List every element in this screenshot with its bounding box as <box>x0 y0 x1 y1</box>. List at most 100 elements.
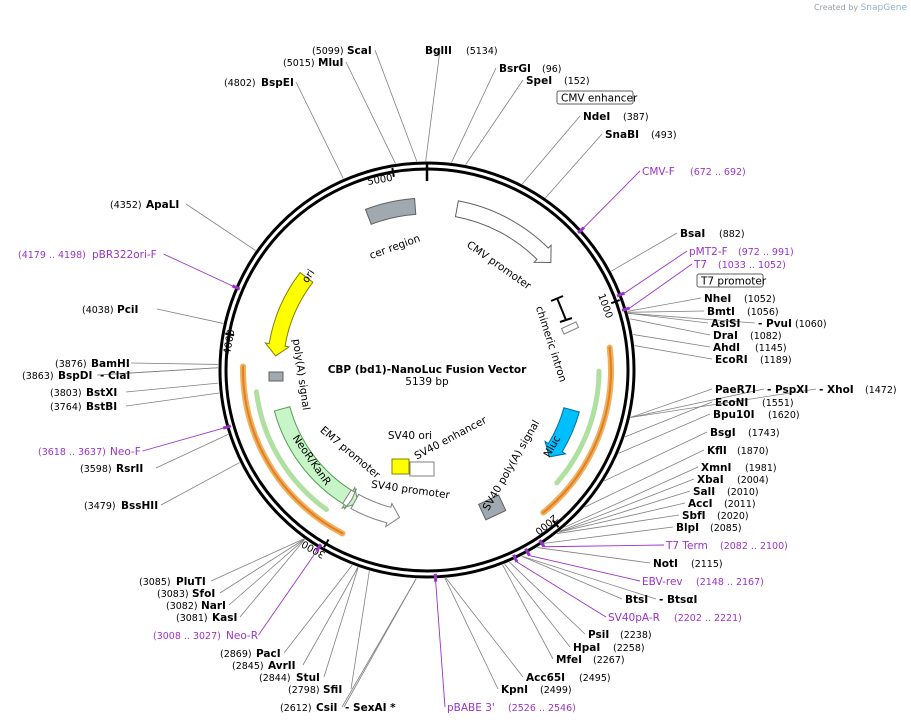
primer-range-cmv-f: (672 .. 692) <box>690 167 746 178</box>
enzyme-label-scai: ScaI <box>347 45 372 57</box>
enzyme-label-mlui: MluI <box>318 57 343 69</box>
chimeric-intron-mark <box>550 295 573 323</box>
cmv-promoter-feature <box>454 200 552 263</box>
enzyme-pos-pcii: (4038) <box>82 305 114 316</box>
primer-range-pmt2-f: (972 .. 991) <box>738 247 794 258</box>
leader-line <box>624 401 713 438</box>
enzyme-label-bamhi: BamHI <box>91 358 130 370</box>
leader-line <box>610 232 678 272</box>
enzyme-label-sbfi: SbfI <box>682 510 706 522</box>
enzyme-pos-acc65i: (2495) <box>579 673 611 684</box>
enzyme-label-pspxi: - PspXI <box>767 384 808 396</box>
primer-label-t7: T7 <box>693 259 707 271</box>
enzyme-label-mfei: MfeI <box>556 654 582 666</box>
intron-box <box>560 321 580 335</box>
enzyme-label-nari: NarI <box>201 600 226 612</box>
enzyme-label-acc65i: Acc65I <box>526 672 565 684</box>
sv40-polya-box <box>477 494 507 521</box>
primer-label-t7-term: T7 Term <box>665 540 708 552</box>
leader-line <box>425 49 441 162</box>
leader-line <box>374 49 418 162</box>
primer-range-neo-f: (3618 .. 3637) <box>38 447 106 458</box>
enzyme-pos-xbai: (2004) <box>737 475 769 486</box>
enzyme-label-econi: EcoNI <box>715 397 748 409</box>
primer-mark <box>577 226 585 235</box>
enzyme-pos-kfli: (1870) <box>737 446 769 457</box>
sv40-ori-box <box>391 458 410 475</box>
leader-line <box>627 297 702 312</box>
leader-line <box>521 555 657 600</box>
enzyme-pos-kasi: (3081) <box>176 613 208 624</box>
enzyme-label-apali: ApaLI <box>146 199 179 211</box>
primer-label-neo-f: Neo-F <box>110 446 141 458</box>
enzyme-pos-snabi: (493) <box>651 130 677 141</box>
leader-line <box>185 203 256 251</box>
primer-mark <box>616 291 626 298</box>
enzyme-pos-noti: (2115) <box>691 559 723 570</box>
sv40-enhancer-box <box>409 461 435 477</box>
enzyme-label-asisi: AsiSI <box>711 318 740 330</box>
primer-leader <box>163 253 233 287</box>
enzyme-label-paer7i: PaeR7I <box>715 384 756 396</box>
leader-line <box>628 312 756 324</box>
enzyme-label-avrii: AvrII <box>268 660 296 672</box>
enzyme-pos-bspei: (4802) <box>224 78 256 89</box>
enzyme-label-bsshii: BssHII <box>121 500 158 512</box>
cer-region-feature <box>364 197 417 225</box>
orf-right-inner <box>542 346 612 514</box>
enzyme-pos-sali: (2010) <box>727 487 759 498</box>
enzyme-pos-scai: (5099) <box>312 46 344 57</box>
primer-label-pbr322ori-f: pBR322ori-F <box>92 249 157 261</box>
enzyme-pos-xmni: (1981) <box>745 463 777 474</box>
enzyme-label-ndei: NdeI <box>583 111 610 123</box>
feature-label-chimeric-intron: chimeric intron <box>533 305 569 384</box>
enzyme-pos-pvui: (1060) <box>795 319 827 330</box>
tick-label: 5000 <box>367 173 394 188</box>
em7-promoter-feature <box>341 488 358 510</box>
enzyme-pos-bspdi: (3863) <box>22 371 54 382</box>
leader-line <box>504 563 571 648</box>
leader-line <box>239 539 305 618</box>
leader-line <box>345 61 396 164</box>
tick-label: 1000 <box>595 292 614 320</box>
leader-line <box>560 478 695 532</box>
orf-left-inner <box>242 365 344 535</box>
enzyme-pos-spei: (152) <box>564 76 590 87</box>
enzyme-pos-paci: (2869) <box>220 649 252 660</box>
leader-line <box>558 502 686 533</box>
primer-range-pbabe-3: (2526 .. 2546) <box>508 703 576 714</box>
enzyme-label-drai: DraI <box>713 330 738 342</box>
enzyme-label-xmni: XmnI <box>701 462 731 474</box>
enzyme-pos-bstbi: (3764) <box>50 402 82 413</box>
enzyme-label-kasi: KasI <box>212 612 237 624</box>
enzyme-label-bsgi: BsgI <box>710 427 736 439</box>
feature-label-cer-region: cer region <box>368 232 422 261</box>
enzyme-label-bspdi: BspDI <box>58 370 92 382</box>
enzyme-label-pcii: PciI <box>117 304 138 316</box>
enzyme-pos-blpi: (2085) <box>710 523 742 534</box>
leader-line <box>628 312 709 324</box>
tick-mark <box>225 332 235 337</box>
enzyme-label-kpni: KpnI <box>501 684 528 696</box>
enzyme-label-paci: PacI <box>256 648 281 660</box>
leader-line <box>350 570 370 690</box>
primer-leader <box>544 544 665 548</box>
primer-mark <box>512 554 519 563</box>
primer-label-cmv-f: CMV-F <box>642 166 675 178</box>
enzyme-label-sexai: - SexAI * <box>345 702 396 714</box>
leader-line <box>302 567 359 666</box>
enzyme-label-ecori: EcoRI <box>715 354 748 366</box>
primer-mark <box>524 547 531 557</box>
nluc-feature <box>544 407 580 458</box>
enzyme-pos-rsrii: (3598) <box>80 464 112 475</box>
enzyme-label-bsai: BsaI <box>680 228 705 240</box>
primer-mark <box>315 543 323 552</box>
leader-line <box>537 547 651 564</box>
primer-mark <box>222 424 232 430</box>
tick-mark <box>391 167 395 177</box>
leader-line <box>630 388 765 418</box>
leader-line <box>445 577 524 678</box>
enzyme-label-pluti: PluTI <box>176 576 206 588</box>
primer-leader <box>258 550 318 636</box>
enzyme-pos-bamhi: (3876) <box>55 359 87 370</box>
